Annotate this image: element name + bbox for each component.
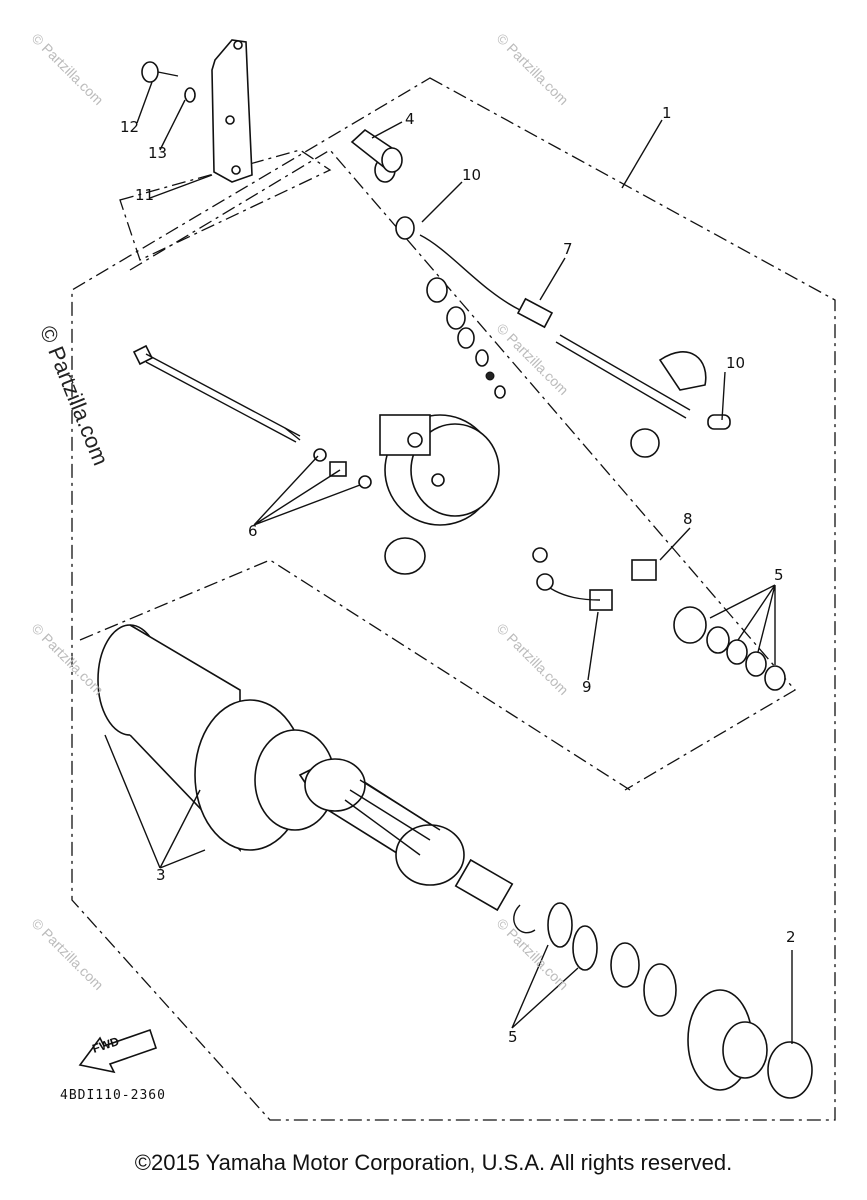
leader-lines [104,81,793,1044]
bearing-part [610,942,640,988]
circlip-part [513,904,536,934]
bearing-part [384,537,426,575]
assembly-boundary [71,77,836,1121]
callout-12: 12 [120,118,140,136]
callout-2: 2 [786,928,796,946]
clutch-part [687,989,768,1091]
callout-10-lower: 10 [726,354,746,372]
callout-11: 11 [135,186,155,204]
diagram-code: 4BDI110-2360 [60,1088,166,1103]
yoke-part [97,624,336,852]
through-bolt-part [132,344,301,443]
callout-5-upper: 5 [774,566,784,584]
subassembly-boundary-lower [79,559,631,791]
callout-8: 8 [683,510,693,528]
o-ring-part [767,1041,813,1099]
terminal-cap-part [350,128,403,173]
callout-3: 3 [156,866,166,884]
callout-4: 4 [405,110,415,128]
bolt-part [141,61,179,83]
callout-13: 13 [148,144,168,162]
subassembly-boundary-upper [129,149,797,791]
parts-diagram [71,39,836,1121]
armature-part [298,758,514,912]
needle-bearing-part [643,963,677,1017]
washer-part [547,902,573,948]
callout-9: 9 [582,678,592,696]
callout-10-upper: 10 [462,166,482,184]
callout-1: 1 [662,104,672,122]
lead-wire-part [419,234,731,430]
copyright-notice: ©2015 Yamaha Motor Corporation, U.S.A. A… [134,1150,733,1175]
bracket-boundary [119,149,332,261]
fwd-arrow-icon [78,1028,158,1074]
washer-part [572,925,598,971]
callout-6: 6 [248,522,258,540]
washer-part [184,87,196,103]
callout-7: 7 [563,240,573,258]
brush-part [631,559,657,581]
bracket-part [211,39,253,183]
nut-washer-stack [374,157,506,399]
front-cover-part [379,414,500,526]
callout-5-lower: 5 [508,1028,518,1046]
